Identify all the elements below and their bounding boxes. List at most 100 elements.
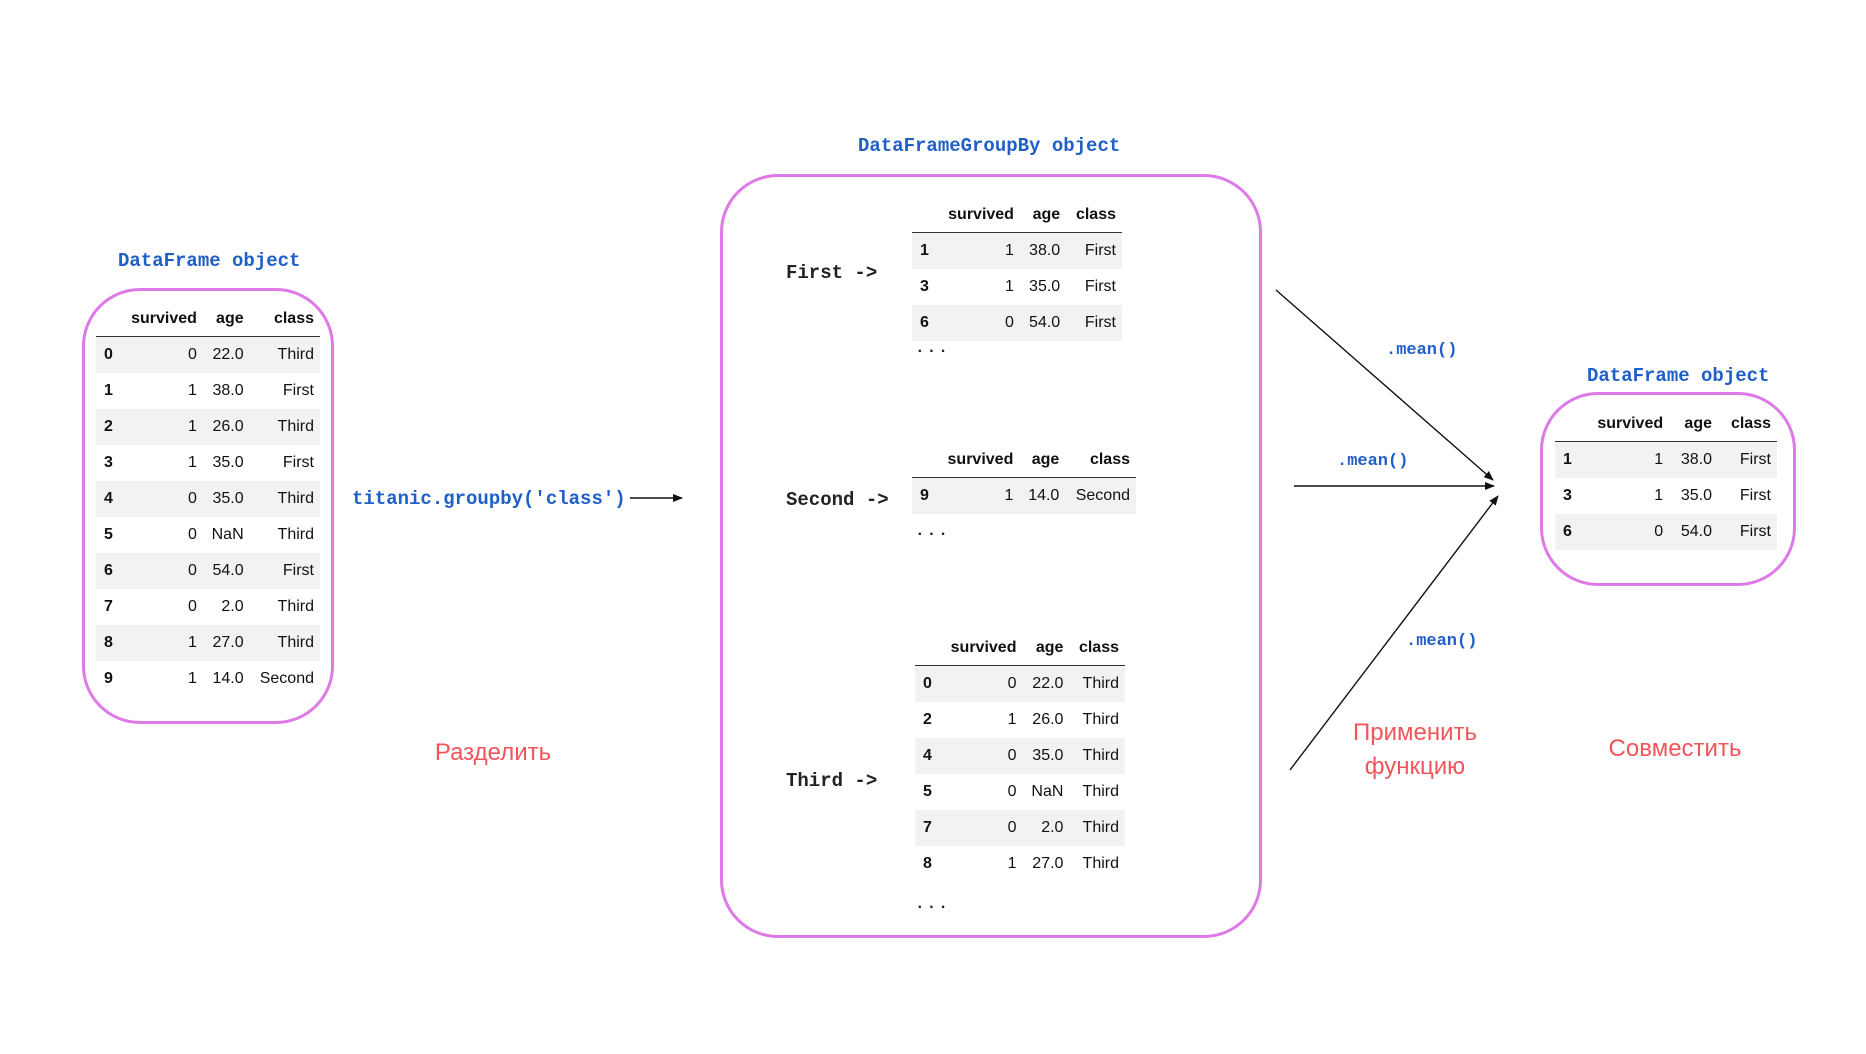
table-cell: 54.0 [202,553,250,589]
table-cell: 1 [936,477,1020,514]
table-cell: NaN [1031,783,1064,800]
table-cell: 38.0 [1019,232,1067,269]
column-header: survived [936,443,1020,478]
table-cell: 1 [1654,487,1664,504]
table-cell: 2.0 [1022,810,1070,846]
apply-arrow-top [1275,289,1494,481]
mean-label-middle: .mean() [1337,452,1409,471]
table-cell: 1 [188,454,197,471]
table-row: 5 0 NaN Third [96,517,320,553]
column-header: age [1019,443,1066,478]
column-header: age [1019,198,1067,233]
row-index: 2 [923,711,932,728]
table-cell: 1 [188,670,197,687]
table-cell: Third [277,598,314,615]
table-cell: First [1066,305,1122,341]
column-header: age [1669,407,1718,442]
row-index: 4 [96,481,121,517]
table-cell: 27.0 [1032,855,1064,872]
table-cell: Second [1065,477,1136,514]
table-cell: Third [249,336,320,373]
groupby-code: titanic.groupby('class') [352,488,626,510]
left-dataframe-title: DataFrame object [118,250,301,272]
table-cell: 0 [939,665,1023,702]
groupby-frame [720,174,1262,938]
index-header [912,198,937,233]
table-cell: Third [1069,665,1125,702]
table-cell: 0 [1007,783,1017,800]
table-cell: NaN [211,526,244,543]
group-label-first: First -> [786,262,878,284]
table-cell: 0 [188,526,197,543]
table-cell: 0 [939,738,1023,774]
row-index: 7 [104,598,113,615]
index-header [1555,407,1581,442]
column-header: age [202,302,250,337]
row-index: 5 [104,526,113,543]
column-header: survived [120,302,203,337]
groupby-object-title: DataFrameGroupBy object [858,135,1121,157]
table-cell: Third [1082,855,1119,872]
row-index: 3 [920,278,929,295]
row-index: 8 [96,625,121,661]
table-cell: 0 [1580,514,1670,550]
row-index: 6 [96,553,121,589]
table-cell: Third [249,625,320,661]
table-cell: 54.0 [1019,305,1067,341]
table-cell: Third [249,481,320,517]
combine-caption: Совместить [1608,735,1742,762]
table-cell: Third [277,526,314,543]
result-dataframe-title: DataFrame object [1587,365,1770,387]
table-cell: First [1066,232,1122,269]
row-index: 6 [912,305,937,341]
mean-label-top: .mean() [1386,341,1458,360]
result-dataframe-frame [1540,392,1796,586]
index-header [912,443,937,478]
table-cell: 35.0 [1022,738,1070,774]
row-index: 7 [915,810,940,846]
table-cell: 1 [188,382,197,399]
table-cell: First [249,553,320,589]
group-label-second: Second -> [786,489,889,511]
table-cell: 1 [120,625,203,661]
table-cell: 0 [939,810,1023,846]
table-cell: 14.0 [1019,477,1066,514]
row-index: 1 [104,382,113,399]
row-index: 3 [1563,487,1572,504]
table-cell: 26.0 [1032,711,1064,728]
apply-caption-line2: функцию [1364,753,1466,780]
table-cell: Third [1069,738,1125,774]
row-index: 1 [912,232,937,269]
table-cell: Third [249,409,320,445]
table-cell: 38.0 [212,382,244,399]
column-header: survived [939,631,1023,666]
apply-caption: Применить функцию [1330,716,1500,784]
table-cell: 35.0 [1680,487,1712,504]
table-cell: First [1739,487,1771,504]
column-header: class [1718,407,1777,442]
table-cell: First [282,454,314,471]
table-cell: 0 [936,305,1020,341]
row-index: 9 [104,670,113,687]
table-cell: 1 [1005,278,1014,295]
table-cell: First [1718,514,1777,550]
column-header: survived [1580,407,1670,442]
